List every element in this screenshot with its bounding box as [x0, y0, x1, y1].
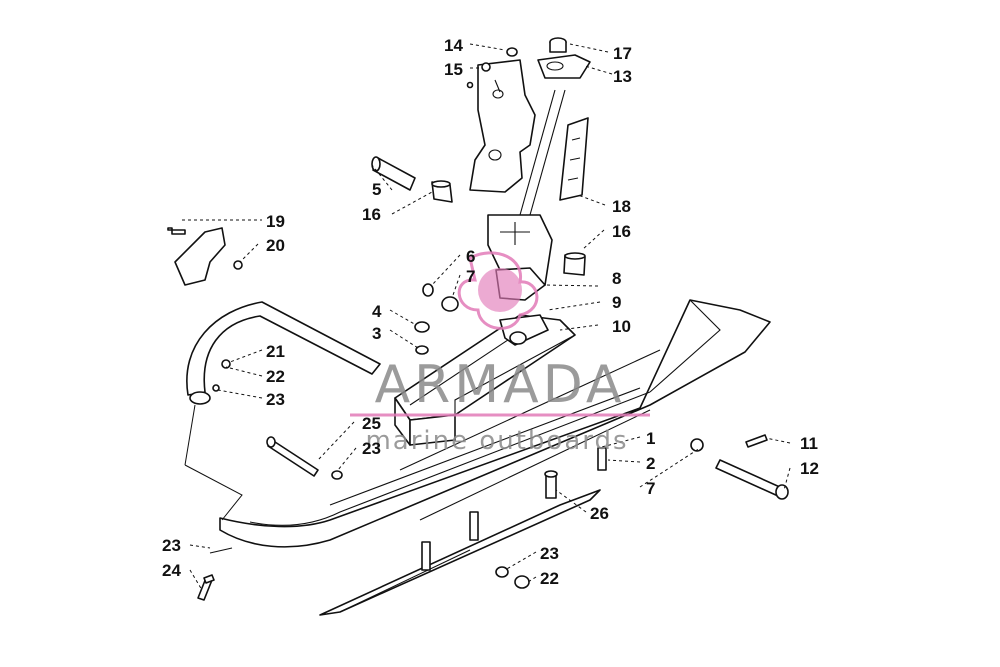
- callout-23: 23: [266, 390, 285, 409]
- watermark-propeller-icon: [457, 251, 539, 330]
- watermark: ARMADA marine outboards: [350, 251, 650, 456]
- watermark-title: ARMADA: [375, 355, 626, 415]
- callout-23-lower: 23: [540, 544, 559, 563]
- bushing-16a: [431, 180, 453, 203]
- watermark-subtitle: marine outboards: [365, 426, 628, 456]
- callout-11: 11: [800, 434, 818, 453]
- callout-16-right: 16: [612, 222, 631, 241]
- leader-lines: [182, 43, 791, 591]
- nut-15: [481, 62, 491, 72]
- callout-22: 22: [266, 367, 285, 386]
- callout-9: 9: [612, 293, 621, 312]
- bushing-16b: [563, 252, 586, 276]
- washer-3: [415, 345, 429, 355]
- callout-24: 24: [162, 561, 181, 580]
- callout-16: 16: [362, 205, 381, 224]
- bumper-4: [414, 321, 430, 333]
- block-10-hole: [509, 331, 527, 345]
- bracket-19: [167, 227, 243, 286]
- decal: [559, 117, 589, 201]
- callout-19: 19: [266, 212, 285, 231]
- callout-10: 10: [612, 317, 631, 336]
- callout-1: 1: [646, 429, 655, 448]
- callout-18: 18: [612, 197, 631, 216]
- callout-21: 21: [266, 342, 285, 361]
- callout-7-lower: 7: [646, 479, 655, 498]
- bolt-25: [266, 436, 343, 480]
- watermark-logo-icon: [478, 268, 522, 312]
- washer-7: [441, 296, 459, 312]
- studs: [421, 447, 607, 571]
- ski-loop: [186, 301, 381, 405]
- callout-13: 13: [613, 67, 632, 86]
- callout-15: 15: [444, 60, 463, 79]
- callout-8: 8: [612, 269, 621, 288]
- spindle-column: [469, 59, 566, 296]
- callout-22-lower: 22: [540, 569, 559, 588]
- small-pin: [466, 81, 474, 89]
- spacer-6: [422, 283, 434, 297]
- callout-14: 14: [444, 36, 463, 55]
- callout-23-left: 23: [162, 536, 181, 555]
- nut-22b: [514, 575, 530, 589]
- callout-2: 2: [646, 454, 655, 473]
- callout-20: 20: [266, 236, 285, 255]
- callout-4: 4: [372, 302, 382, 321]
- callout-5: 5: [372, 180, 381, 199]
- bushing-5: [371, 156, 416, 191]
- callout-7: 7: [466, 267, 475, 286]
- callout-23-mid: 23: [362, 439, 381, 458]
- callouts: 14 17 15 13 5 16 18 19 20 16 6 7 8 4 9 3…: [162, 36, 819, 588]
- bolt-24: [197, 547, 233, 601]
- washer-14: [506, 47, 518, 57]
- saddle-block: [394, 314, 576, 446]
- callout-26: 26: [590, 504, 609, 523]
- callout-6: 6: [466, 247, 475, 266]
- nut-23c: [495, 566, 509, 578]
- ski-body: [219, 299, 771, 616]
- spindle-cap: [537, 37, 591, 79]
- callout-17: 17: [613, 44, 632, 63]
- callout-12: 12: [800, 459, 819, 478]
- callout-25: 25: [362, 414, 381, 433]
- callout-3: 3: [372, 324, 381, 343]
- bolt-12: [690, 434, 789, 500]
